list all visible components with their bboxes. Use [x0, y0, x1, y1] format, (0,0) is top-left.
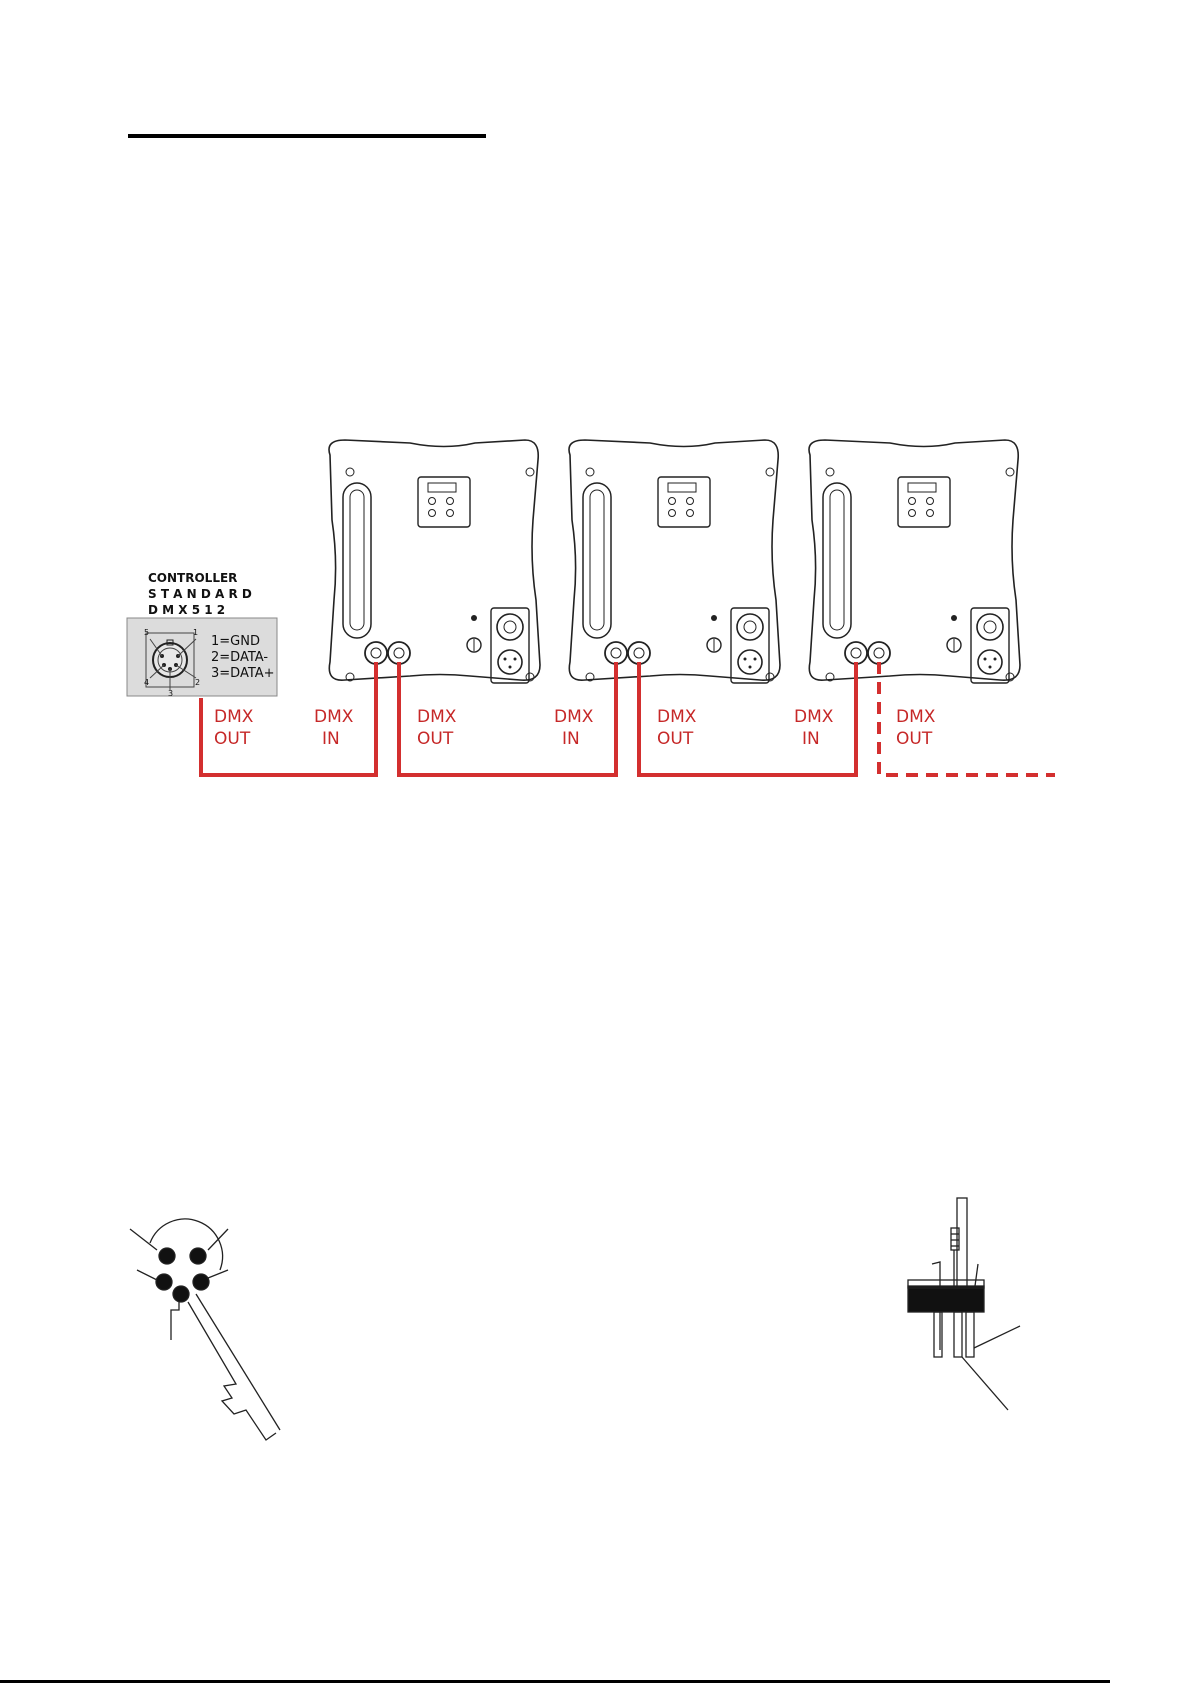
fixture-2 [569, 440, 780, 683]
label-out-2: OUT [417, 729, 454, 749]
pin-label-gnd: 1=GND [211, 634, 260, 649]
label-dmx-in-1: DMX [314, 707, 354, 727]
label-in-3: IN [802, 729, 820, 749]
fixture-1 [329, 440, 540, 683]
label-out-1: OUT [214, 729, 251, 749]
pin-number-5: 5 [144, 628, 149, 637]
dmx-labels: DMX OUT DMX IN DMX OUT DMX IN DMX OUT DM… [214, 707, 936, 749]
pin-number-3: 3 [168, 689, 173, 698]
pin-label-data-plus: 3=DATA+ [211, 666, 275, 681]
pin-number-4: 4 [144, 678, 149, 687]
label-dmx-in-2: DMX [554, 707, 594, 727]
label-out-4: OUT [896, 729, 933, 749]
controller-title-1: CONTROLLER [148, 571, 237, 585]
xlr-plug-sketch [130, 1219, 280, 1440]
pin-label-data-minus: 2=DATA- [211, 650, 268, 665]
fixture-3 [809, 440, 1020, 683]
controller: CONTROLLER S T A N D A R D D M X 5 1 2 1… [127, 571, 277, 698]
label-dmx-in-3: DMX [794, 707, 834, 727]
label-out-3: OUT [657, 729, 694, 749]
label-dmx-out-2: DMX [417, 707, 457, 727]
label-dmx-out-4: DMX [896, 707, 936, 727]
label-in-1: IN [322, 729, 340, 749]
label-dmx-out-3: DMX [657, 707, 697, 727]
controller-title-2: S T A N D A R D [148, 587, 252, 601]
pin-number-2: 2 [195, 678, 200, 687]
pin-number-1: 1 [193, 628, 198, 637]
label-dmx-out-1: DMX [214, 707, 254, 727]
controller-title-3: D M X 5 1 2 [148, 603, 225, 617]
terminator-sketch [908, 1198, 1020, 1410]
label-in-2: IN [562, 729, 580, 749]
footer-rule [0, 1680, 1110, 1683]
